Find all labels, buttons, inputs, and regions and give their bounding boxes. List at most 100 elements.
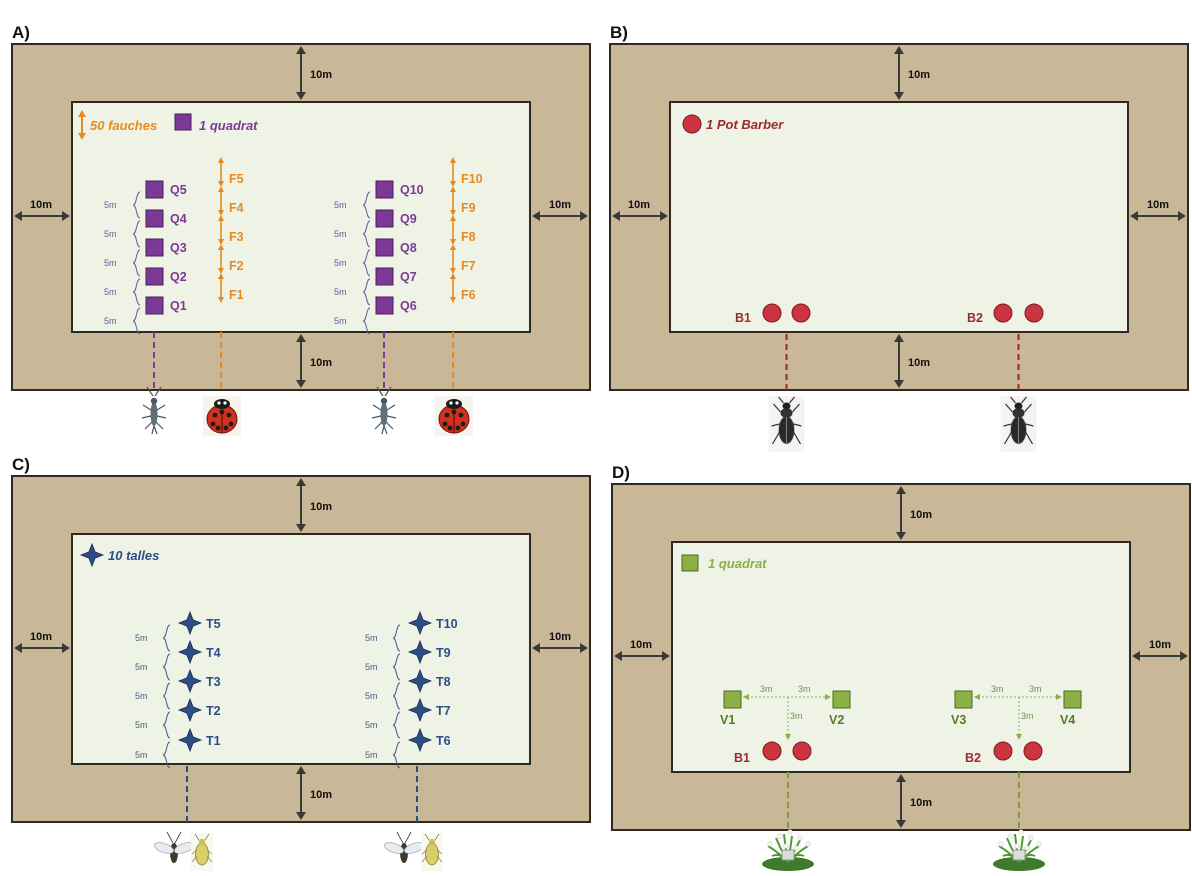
spacing-brace <box>392 624 401 652</box>
arrow-head <box>662 651 670 661</box>
sweep-label: F9 <box>461 201 476 215</box>
aphid-antenna <box>396 831 404 844</box>
plant-flower <box>1008 833 1014 839</box>
springtail-icon <box>141 386 167 435</box>
arrow-head <box>660 211 668 221</box>
ladybug-eye <box>449 401 453 405</box>
aphid-wing <box>154 842 174 854</box>
arrow-head <box>743 694 749 700</box>
arrow-head <box>218 244 224 250</box>
veg-quadrat-square <box>723 690 742 709</box>
plant-leaf <box>771 853 789 863</box>
spacing-brace <box>132 307 141 335</box>
legend-quadrat-square <box>681 554 699 572</box>
arrow-head <box>614 651 622 661</box>
spacing-brace <box>362 278 371 306</box>
legend-trap-circle <box>682 114 702 134</box>
plant-ground <box>762 857 814 871</box>
springtail-icon <box>371 386 397 435</box>
quadrat-label: Q1 <box>170 299 187 313</box>
spacing-brace <box>392 741 401 769</box>
sweep-label: F10 <box>461 172 483 186</box>
spacing-label: 5m <box>365 720 378 730</box>
ladybug-spot <box>215 425 221 431</box>
springtail-leg <box>154 386 162 397</box>
springtail-leg <box>146 386 154 397</box>
arrow-head <box>1132 651 1140 661</box>
tiller-label: T2 <box>206 704 221 718</box>
spacing-brace <box>362 191 371 219</box>
spacing-brace <box>362 220 371 248</box>
legend-sweep-label: 50 fauches <box>90 118 157 133</box>
ladybug-spot <box>444 412 450 418</box>
quadrat-label: Q7 <box>400 270 417 284</box>
arrow-head <box>218 210 224 216</box>
spacing-label: 5m <box>365 633 378 643</box>
pitfall-trap <box>792 741 812 761</box>
spacing-label: 5m <box>334 200 347 210</box>
arrow-head <box>785 734 791 740</box>
ladybug-spot <box>451 409 457 415</box>
quadrat-label: Q9 <box>400 212 417 226</box>
quadrat-square <box>375 238 394 257</box>
tiller-label: T10 <box>436 617 458 631</box>
aphid-leg <box>204 833 210 841</box>
plant-flower <box>777 833 783 839</box>
quadrat-square <box>375 267 394 286</box>
springtail-leg <box>381 425 385 435</box>
tiller-star-icon <box>177 610 203 636</box>
quadrat-square <box>145 296 164 315</box>
spacing-label: 5m <box>365 662 378 672</box>
arrow-head <box>450 273 456 279</box>
beetle-leg <box>1024 431 1034 445</box>
margin-right-label: 10m <box>1147 199 1169 211</box>
margin-top-label: 10m <box>310 69 332 81</box>
arrow-head <box>450 268 456 274</box>
pitfall-trap <box>993 741 1013 761</box>
margin-left-label: 10m <box>630 639 652 651</box>
quadrat-square <box>145 180 164 199</box>
arrow-head <box>894 46 904 54</box>
spacing-label: 5m <box>365 691 378 701</box>
spacing-brace <box>132 191 141 219</box>
beetle-leg <box>792 431 802 445</box>
plant-icon <box>993 829 1045 871</box>
quadrat-square <box>145 267 164 286</box>
arrow-head <box>450 181 456 187</box>
spacing-brace <box>362 307 371 335</box>
tiller-label: T1 <box>206 734 221 748</box>
arrow-head <box>1056 694 1062 700</box>
spacing-brace <box>162 653 171 681</box>
ladybug-head <box>446 399 462 409</box>
spacing-label: 3m <box>790 711 803 721</box>
beetle-leg <box>793 423 802 427</box>
springtail-leg <box>386 404 396 411</box>
beetle-leg <box>771 423 780 427</box>
arrow-head <box>450 186 456 192</box>
springtail-leg <box>156 404 166 411</box>
arrow-head <box>296 812 306 820</box>
aphid-leg <box>206 849 213 855</box>
arrow-head <box>78 110 86 117</box>
field-plot <box>671 541 1131 773</box>
spacing-brace <box>162 741 171 769</box>
beetle-leg <box>1024 403 1032 413</box>
ladybug-spot <box>442 421 448 427</box>
spacing-label: 5m <box>104 200 117 210</box>
aphid-leg <box>436 849 443 855</box>
pitfall-trap <box>762 741 782 761</box>
spacing-brace <box>132 278 141 306</box>
ladybug-spot <box>210 421 216 427</box>
margin-bottom-label: 10m <box>908 357 930 369</box>
field-plot <box>669 101 1129 333</box>
quadrat-label: Q2 <box>170 270 187 284</box>
tiller-label: T7 <box>436 704 451 718</box>
arrow-head <box>612 211 620 221</box>
spacing-label: 3m <box>798 684 811 694</box>
ladybug-eye <box>223 401 227 405</box>
tiller-star-icon <box>407 610 433 636</box>
spacing-brace <box>162 711 171 739</box>
ladybug-spot <box>226 412 232 418</box>
arrow-head <box>450 244 456 250</box>
